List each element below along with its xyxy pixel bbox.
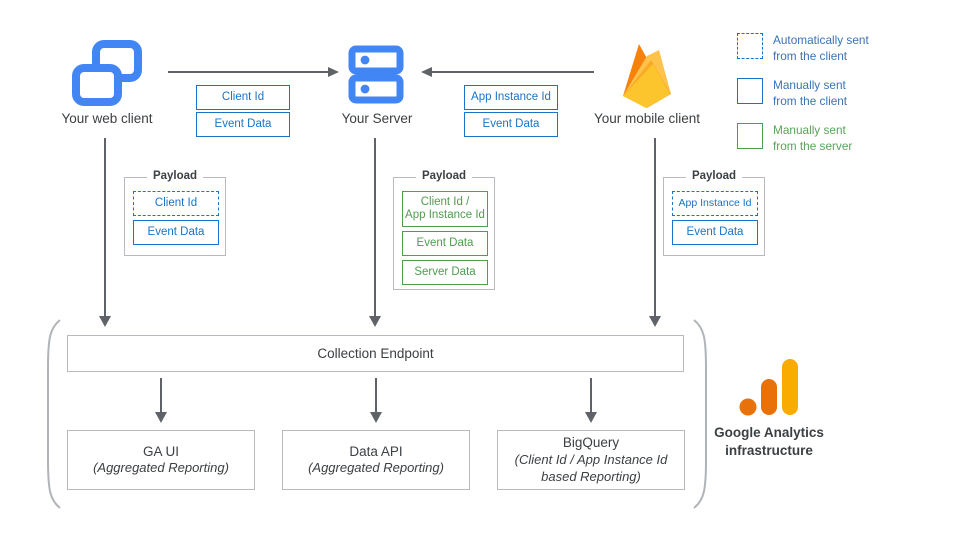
output-box-ga-ui: GA UI (Aggregated Reporting) — [67, 430, 255, 490]
arrow-mobile-down-line — [654, 138, 656, 318]
arrow-endpoint-to-data-api-line — [375, 378, 377, 415]
infrastructure-bracket-left — [44, 318, 62, 515]
legend: Automatically sent from the client Manua… — [737, 33, 869, 155]
legend-swatch-dashed-blue-square — [737, 33, 763, 59]
chip-web-event-data: Event Data — [196, 112, 290, 137]
output-bigquery-sub2: based Reporting) — [541, 468, 641, 484]
web-client-icon — [72, 40, 142, 113]
output-data-api-sub: (Aggregated Reporting) — [308, 460, 444, 476]
payload-mobile-client-title: Payload — [685, 170, 743, 182]
legend-swatch-solid-blue-square — [737, 77, 763, 104]
legend-automatic-client-line1: Automatically sent — [773, 33, 869, 47]
chip-mobile-app-instance-id: App Instance Id — [464, 85, 558, 110]
legend-item-automatic-client: Automatically sent from the client — [737, 33, 869, 65]
google-analytics-logo-icon — [738, 357, 800, 422]
arrow-endpoint-to-ga-ui-head — [155, 412, 167, 423]
output-bigquery-name: BigQuery — [562, 435, 620, 451]
output-box-bigquery: BigQuery (Client Id / App Instance Id ba… — [497, 430, 685, 490]
payload-server-item-ids-line1: Client Id / — [420, 195, 470, 208]
legend-manual-client-line2: from the client — [773, 93, 848, 108]
output-data-api-name: Data API — [349, 443, 403, 459]
payload-server-item-event-data: Event Data — [402, 231, 488, 256]
server-label: Your Server — [341, 111, 413, 126]
firebase-mobile-client-icon — [617, 38, 677, 115]
collection-endpoint-box: Collection Endpoint — [67, 335, 684, 372]
output-bigquery-sub: (Client Id / App Instance Id — [514, 451, 668, 467]
legend-item-manual-client: Manually sent from the client — [737, 77, 869, 110]
payload-web-client-title: Payload — [146, 170, 204, 182]
output-ga-ui-sub: (Aggregated Reporting) — [93, 460, 229, 476]
arrow-web-to-server-head — [328, 66, 339, 77]
legend-text-manual-client: Manually sent from the client — [773, 78, 847, 110]
payload-mobile-item-event-data: Event Data — [672, 220, 758, 245]
arrow-server-down-line — [374, 138, 376, 318]
legend-automatic-client-line2: from the client — [773, 48, 848, 63]
arrow-mobile-to-server-head — [421, 66, 432, 77]
arrow-web-down-head — [99, 316, 111, 327]
payload-web-client: Payload Client Id Event Data — [124, 170, 226, 256]
payload-server: Payload Client Id / App Instance Id Even… — [393, 170, 495, 290]
arrow-mobile-to-server-line — [432, 71, 594, 73]
payload-server-item-ids-line2: App Instance Id — [405, 209, 485, 221]
payload-web-item-client-id: Client Id — [133, 191, 219, 216]
arrow-mobile-down-head — [649, 316, 661, 327]
legend-swatch-solid-green-square — [737, 122, 763, 149]
output-box-data-api: Data API (Aggregated Reporting) — [282, 430, 470, 490]
arrow-endpoint-to-ga-ui-line — [160, 378, 162, 415]
legend-text-manual-server: Manually sent from the server — [773, 123, 852, 155]
web-client-label: Your web client — [61, 111, 153, 126]
server-icon — [348, 45, 404, 110]
infrastructure-bracket-right — [692, 318, 710, 515]
payload-mobile-client: Payload App Instance Id Event Data — [663, 170, 765, 256]
payload-mobile-item-app-instance-id: App Instance Id — [672, 191, 758, 216]
arrow-server-down-head — [369, 316, 381, 327]
legend-manual-client-line1: Manually sent — [773, 77, 846, 92]
arrow-endpoint-to-bigquery-head — [585, 412, 597, 423]
mobile-client-label: Your mobile client — [593, 111, 701, 126]
arrow-endpoint-to-bigquery-line — [590, 378, 592, 415]
chip-mobile-event-data: Event Data — [464, 112, 558, 137]
infrastructure-label: Google Analytics infrastructure — [700, 424, 838, 460]
arrow-web-to-server-line — [168, 71, 329, 73]
arrow-web-down-line — [104, 138, 106, 318]
payload-server-title: Payload — [415, 170, 473, 182]
legend-item-manual-server: Manually sent from the server — [737, 122, 869, 155]
output-ga-ui-name: GA UI — [142, 443, 179, 459]
legend-manual-server-line1: Manually sent — [773, 122, 846, 137]
legend-manual-server-line2: from the server — [773, 138, 853, 153]
infrastructure-label-line1: Google Analytics — [714, 425, 824, 440]
arrow-endpoint-to-data-api-head — [370, 412, 382, 423]
payload-web-item-event-data: Event Data — [133, 220, 219, 245]
payload-server-item-ids: Client Id / App Instance Id — [402, 191, 488, 227]
legend-text-automatic-client: Automatically sent from the client — [773, 33, 869, 65]
chip-web-client-id: Client Id — [196, 85, 290, 110]
infrastructure-label-line2: infrastructure — [725, 443, 813, 459]
payload-server-item-server-data: Server Data — [402, 260, 488, 285]
